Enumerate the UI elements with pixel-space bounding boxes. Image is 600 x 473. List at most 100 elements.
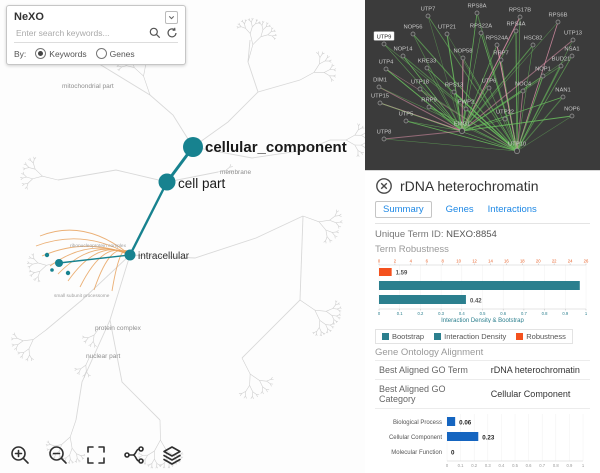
search-input[interactable]	[14, 27, 144, 39]
network-node[interactable]: NOP14	[393, 47, 413, 59]
tree-node[interactable]	[124, 249, 136, 261]
network-node[interactable]: NSA1	[564, 47, 580, 59]
layers-button[interactable]	[158, 441, 185, 468]
network-node[interactable]: RPS17B	[509, 8, 531, 20]
network-node[interactable]: UTP9	[373, 31, 395, 47]
zoom-in-button[interactable]	[6, 441, 33, 468]
tree-node-label[interactable]: membrane	[220, 169, 251, 176]
network-node[interactable]: NAN1	[555, 88, 571, 100]
network-node[interactable]: UTP18	[411, 80, 429, 92]
tree-node[interactable]	[44, 252, 50, 258]
network-node[interactable]: BUD21	[552, 57, 571, 69]
network-edge	[516, 96, 564, 152]
network-node-label: UTP5	[399, 112, 414, 118]
svg-text:0: 0	[446, 463, 449, 468]
network-node[interactable]: UTP7	[421, 7, 436, 19]
network-node[interactable]: KRE33	[418, 59, 436, 71]
network-node[interactable]: RPS24A	[486, 36, 508, 48]
network-edge	[405, 120, 463, 132]
network-node[interactable]: NOP56	[403, 25, 423, 37]
zoom-out-button[interactable]	[44, 441, 71, 468]
svg-text:0.42: 0.42	[470, 299, 482, 305]
tree-node-label[interactable]: mitochondrial part	[62, 83, 114, 90]
tab-summary[interactable]: Summary	[375, 201, 432, 218]
svg-text:0.8: 0.8	[542, 311, 548, 316]
search-button[interactable]	[149, 27, 161, 39]
network-node[interactable]: UTP5	[399, 112, 414, 124]
network-node[interactable]: NOP6	[564, 107, 580, 119]
network-node[interactable]: NOP1	[535, 67, 551, 79]
search-panel: NeXO	[6, 5, 186, 65]
tab-interactions[interactable]: Interactions	[487, 204, 537, 215]
network-node-label: NSA1	[564, 47, 579, 53]
svg-text:20: 20	[536, 259, 541, 264]
network-node[interactable]: NOC4	[515, 82, 532, 94]
tab-genes[interactable]: Genes	[445, 204, 474, 215]
tree-node-label[interactable]: nuclear part	[86, 353, 121, 360]
network-node[interactable]: UTP15	[371, 94, 389, 106]
tree-node-label[interactable]: intracellular	[138, 251, 190, 262]
network-edge	[462, 57, 518, 152]
network-node[interactable]: UTP21	[438, 25, 456, 37]
panel-collapse-button[interactable]	[165, 11, 178, 24]
selected-path-edge	[128, 181, 169, 256]
network-node[interactable]: PWP2	[458, 100, 474, 112]
network-node[interactable]: UTP6	[482, 79, 497, 91]
network-node[interactable]: NOP58	[453, 49, 473, 61]
legend-robustness: Robustness	[516, 332, 566, 341]
network-edge	[412, 33, 518, 152]
network-edge	[419, 88, 463, 132]
svg-text:1.59: 1.59	[396, 271, 408, 277]
network-node-label: UTP9	[377, 35, 392, 41]
network-node[interactable]: RPS8A	[467, 4, 487, 16]
radio-icon[interactable]	[35, 48, 47, 59]
network-node[interactable]: RRP9	[421, 98, 437, 110]
network-node[interactable]: RPS13	[445, 83, 463, 95]
tree-node[interactable]	[65, 270, 71, 276]
tree-node[interactable]	[50, 268, 54, 272]
network-node-label: UTP21	[438, 25, 456, 31]
network-node[interactable]: UTP4	[379, 60, 395, 72]
network-node[interactable]: UTP10	[508, 142, 526, 154]
close-term-button[interactable]	[375, 177, 393, 195]
alignment-section-label: Gene Ontology Alignment	[375, 347, 484, 358]
network-node-label: RPS8A	[467, 4, 486, 10]
svg-text:0.5: 0.5	[512, 463, 518, 468]
radio-keywords[interactable]: Keywords	[35, 48, 87, 59]
network-node[interactable]: UTP8	[377, 130, 392, 142]
network-node[interactable]: RRP7	[493, 51, 509, 63]
network-edge	[461, 21, 559, 132]
svg-text:6: 6	[426, 259, 429, 264]
network-edge	[378, 86, 463, 132]
tree-layout-button[interactable]	[120, 441, 147, 468]
tree-node-label[interactable]: ribonucleoprotein complex	[70, 243, 127, 249]
fit-view-button[interactable]	[82, 441, 109, 468]
network-node[interactable]: RPS4A	[506, 22, 526, 34]
tree-node[interactable]	[158, 173, 176, 191]
tree-node-label[interactable]: small subunit processome	[54, 293, 110, 299]
network-node[interactable]: RPS6B	[548, 13, 568, 25]
tree-node[interactable]	[55, 259, 63, 267]
network-node[interactable]: RPS22A	[470, 24, 492, 36]
tree-node[interactable]	[183, 137, 203, 157]
network-node[interactable]: UTP22	[496, 110, 514, 122]
zoom-in-icon	[10, 445, 29, 464]
tree-node-label[interactable]: cell part	[178, 176, 226, 191]
table-row: Best Aligned GO Term rDNA heterochromati…	[375, 360, 590, 380]
radio-genes[interactable]: Genes	[95, 48, 135, 59]
radio-icon[interactable]	[95, 48, 107, 59]
network-node[interactable]: EMG1	[454, 122, 470, 134]
tree-node-label[interactable]: protein complex	[95, 325, 142, 332]
network-edge	[516, 65, 562, 152]
tree-node-label[interactable]: cellular_component	[205, 139, 347, 156]
network-node[interactable]: HSC82	[524, 36, 543, 48]
network-node[interactable]: DIM1	[373, 78, 387, 90]
reset-button[interactable]	[166, 27, 178, 39]
network-node[interactable]: UTP13	[564, 31, 582, 43]
highlighted-edge	[39, 229, 131, 256]
network-canvas[interactable]: UTP7 RPS8A RPS17B RPS6B NOP56 UTP21 RPS22A RPS4…	[365, 0, 600, 170]
network-node-label: RPS22A	[470, 24, 492, 30]
